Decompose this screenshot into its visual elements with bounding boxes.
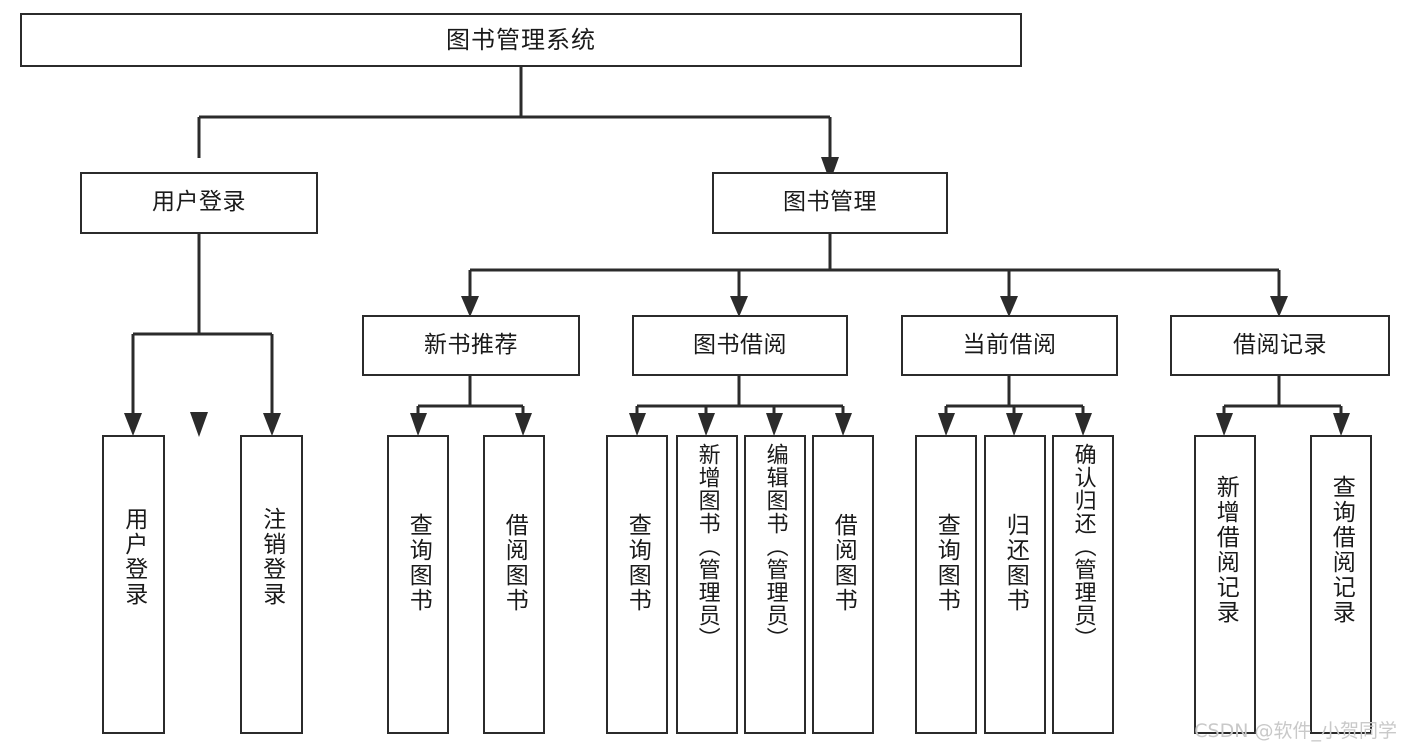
node-leaf-return-book[interactable]: 归还图书: [984, 435, 1046, 734]
node-leaf-user-login[interactable]: 用户登录: [102, 435, 165, 734]
node-leaf-borrow-book-1-label: 借阅图书: [501, 513, 528, 613]
node-leaf-confirm-return-label: 确认归还（管理员）: [1070, 443, 1096, 650]
node-leaf-add-book-label: 新增图书（管理员）: [694, 443, 720, 650]
node-book-borrow[interactable]: 图书借阅: [632, 315, 848, 376]
node-leaf-query-book-1[interactable]: 查询图书: [387, 435, 449, 734]
node-new-book-recommend-label: 新书推荐: [424, 331, 518, 358]
node-borrow-record-label: 借阅记录: [1233, 331, 1327, 358]
arrowheads: [124, 157, 1350, 437]
node-borrow-record[interactable]: 借阅记录: [1170, 315, 1390, 376]
node-leaf-edit-book-label: 编辑图书（管理员）: [762, 443, 788, 650]
node-leaf-add-record-label: 新增借阅记录: [1212, 475, 1239, 625]
node-leaf-confirm-return[interactable]: 确认归还（管理员）: [1052, 435, 1114, 734]
node-current-borrow[interactable]: 当前借阅: [901, 315, 1118, 376]
node-leaf-borrow-book-2[interactable]: 借阅图书: [812, 435, 874, 734]
node-leaf-query-book-2-label: 查询图书: [624, 513, 651, 613]
node-leaf-add-book[interactable]: 新增图书（管理员）: [676, 435, 738, 734]
node-leaf-return-book-label: 归还图书: [1002, 513, 1029, 613]
node-leaf-user-logout[interactable]: 注销登录: [240, 435, 303, 734]
node-leaf-query-book-3-label: 查询图书: [933, 513, 960, 613]
node-root-label: 图书管理系统: [446, 25, 596, 54]
node-leaf-query-book-3[interactable]: 查询图书: [915, 435, 977, 734]
node-leaf-borrow-book-2-label: 借阅图书: [830, 513, 857, 613]
node-leaf-query-book-1-label: 查询图书: [405, 513, 432, 613]
node-current-borrow-label: 当前借阅: [962, 331, 1057, 358]
node-book-borrow-label: 图书借阅: [693, 331, 787, 358]
node-new-book-recommend[interactable]: 新书推荐: [362, 315, 580, 376]
node-leaf-edit-book[interactable]: 编辑图书（管理员）: [744, 435, 806, 734]
node-leaf-user-logout-label: 注销登录: [258, 507, 285, 607]
node-user-login[interactable]: 用户登录: [80, 172, 318, 234]
watermark: CSDN @软件_小贺同学: [1194, 720, 1397, 742]
node-leaf-borrow-book-1[interactable]: 借阅图书: [483, 435, 545, 734]
node-leaf-query-book-2[interactable]: 查询图书: [606, 435, 668, 734]
node-book-manage-label: 图书管理: [783, 189, 877, 216]
node-root[interactable]: 图书管理系统: [20, 13, 1022, 67]
node-book-manage[interactable]: 图书管理: [712, 172, 948, 234]
node-leaf-add-record[interactable]: 新增借阅记录: [1194, 435, 1256, 734]
node-user-login-label: 用户登录: [152, 189, 246, 216]
node-leaf-query-record-label: 查询借阅记录: [1328, 475, 1355, 625]
node-leaf-user-login-label: 用户登录: [120, 507, 147, 607]
node-leaf-query-record[interactable]: 查询借阅记录: [1310, 435, 1372, 734]
